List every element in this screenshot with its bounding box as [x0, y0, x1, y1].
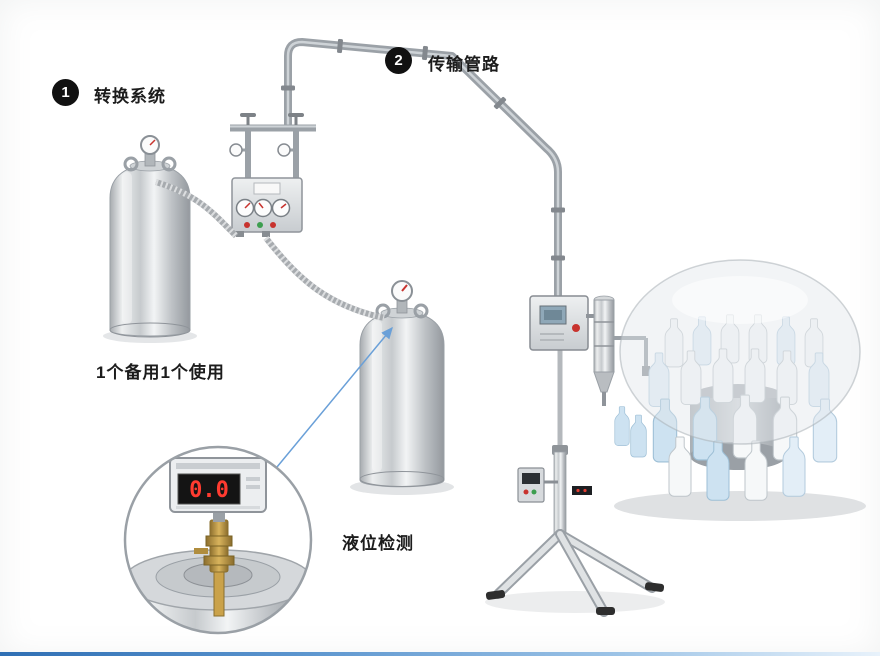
pole-controller	[517, 467, 558, 503]
bottles-left-cluster	[614, 406, 647, 458]
step2-label: 传输管路	[428, 55, 500, 74]
switching-control-box	[231, 177, 303, 237]
tripod-base	[485, 529, 665, 617]
level-detector-inset: 0.0	[123, 445, 313, 635]
step2-badge: 2	[385, 47, 412, 74]
stand-pole	[552, 350, 568, 537]
supply-hose-left	[155, 179, 239, 239]
step1-number: 1	[61, 84, 70, 101]
emergency-button-icon	[572, 324, 580, 332]
pipe-flange-icon	[281, 38, 565, 261]
level-meter-on-tank-icon	[375, 280, 429, 319]
transfer-pipe	[281, 38, 565, 300]
caster-foot-icon	[485, 582, 665, 615]
filling-machine	[614, 259, 861, 501]
step2-number: 2	[394, 52, 403, 69]
machine-dome-highlight	[672, 276, 808, 324]
tanks-note: 1个备用1个使用	[96, 363, 225, 382]
bottom-accent-bar	[0, 652, 880, 656]
dosing-cabinet	[529, 295, 589, 351]
tank-left	[109, 135, 191, 338]
pole-display	[572, 486, 592, 495]
inset-circle-border	[123, 445, 313, 635]
level-note: 液位检测	[342, 534, 414, 553]
meter-value: 0.0	[189, 478, 229, 503]
supply-hose-right	[263, 236, 385, 321]
tank-right	[359, 280, 445, 488]
level-meter: 0.0	[169, 457, 267, 513]
manifold-piping	[229, 113, 316, 178]
brass-fitting-icon	[194, 519, 235, 617]
manifold-gauge-icon	[229, 143, 296, 157]
indicator-lights-icon	[244, 222, 276, 228]
pressure-gauge-icon	[235, 198, 291, 218]
valve-handle-icon	[240, 113, 304, 125]
step1-badge: 1	[52, 79, 79, 106]
step1-label: 转换系统	[94, 87, 166, 106]
meter-screen	[177, 473, 241, 505]
dosing-head	[586, 295, 650, 406]
callout-line	[276, 326, 393, 468]
tank-valve-icon	[123, 135, 177, 172]
